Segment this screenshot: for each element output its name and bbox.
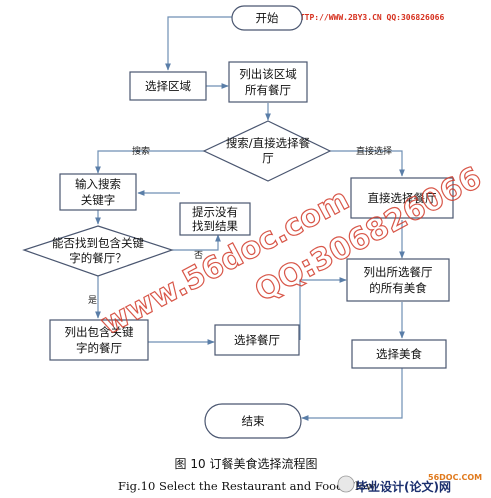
start-node: 开始 [231,5,303,31]
select-region-node: 选择区域 [129,71,207,101]
select-restaurant-direct-label: 直接选择餐厅 [368,191,437,205]
select-restaurant-node: 选择餐厅 [214,324,300,356]
prompt-no-result-line1: 提示没有 [192,205,238,219]
select-region-label: 选择区域 [145,79,191,93]
list-keyword-restaurants-node: 列出包含关键 字的餐厅 [49,319,149,361]
input-keyword-line2: 关键字 [81,193,116,207]
can-find-decision: 能否找到包含关键 字的餐厅？ [22,225,174,277]
input-keyword-line1: 输入搜索 [75,177,121,191]
list-region-restaurants-node: 列出该区域 所有餐厅 [228,61,308,103]
list-region-restaurants-line1: 列出该区域 [239,67,297,81]
edges [95,16,405,421]
input-keyword-node: 输入搜索 关键字 [59,173,137,211]
list-all-food-node: 列出所选餐厅 的所有美食 [346,258,450,302]
edge-label-no: 否 [194,250,203,261]
list-all-food-line2: 的所有美食 [369,281,427,295]
end-label: 结束 [242,414,265,428]
watermark-top: HTTP://WWW.2BY3.CN QQ:306826066 [295,13,444,22]
select-food-node: 选择美食 [351,339,447,369]
edge-label-search: 搜索 [132,145,150,157]
search-or-direct-decision: 搜索/直接选择餐 厅 [202,120,332,182]
logo-url: 56DOC.COM [428,473,482,482]
edge-label-yes: 是 [88,295,97,306]
start-label: 开始 [256,11,279,25]
list-keyword-restaurants-line1: 列出包含关键 [65,325,134,339]
list-region-restaurants-line2: 所有餐厅 [245,83,291,97]
caption-en: Fig.10 Select the Restaurant and Food Fl… [118,479,376,493]
search-or-direct-line2: 厅 [262,151,274,165]
end-node: 结束 [204,403,302,439]
edge-label-direct: 直接选择 [356,145,392,157]
select-restaurant-label: 选择餐厅 [234,333,280,347]
list-all-food-line1: 列出所选餐厅 [364,265,433,279]
prompt-no-result-node: 提示没有 找到结果 [179,202,251,236]
logo-text: 毕业设计(论文)网 [356,479,451,494]
prompt-no-result-line2: 找到结果 [192,219,238,233]
logo-emblem-icon [337,475,355,493]
search-or-direct-line1: 搜索/直接选择餐 [226,136,311,150]
site-logo: 56DOC.COM 毕业设计(论文)网 [337,473,482,494]
can-find-line2: 字的餐厅？ [69,251,127,265]
select-food-label: 选择美食 [376,347,422,361]
select-restaurant-direct-node: 直接选择餐厅 [350,177,454,219]
can-find-line1: 能否找到包含关键 [52,236,144,250]
list-keyword-restaurants-line2: 字的餐厅 [76,341,122,355]
caption-cn: 图 10 订餐美食选择流程图 [175,456,318,471]
